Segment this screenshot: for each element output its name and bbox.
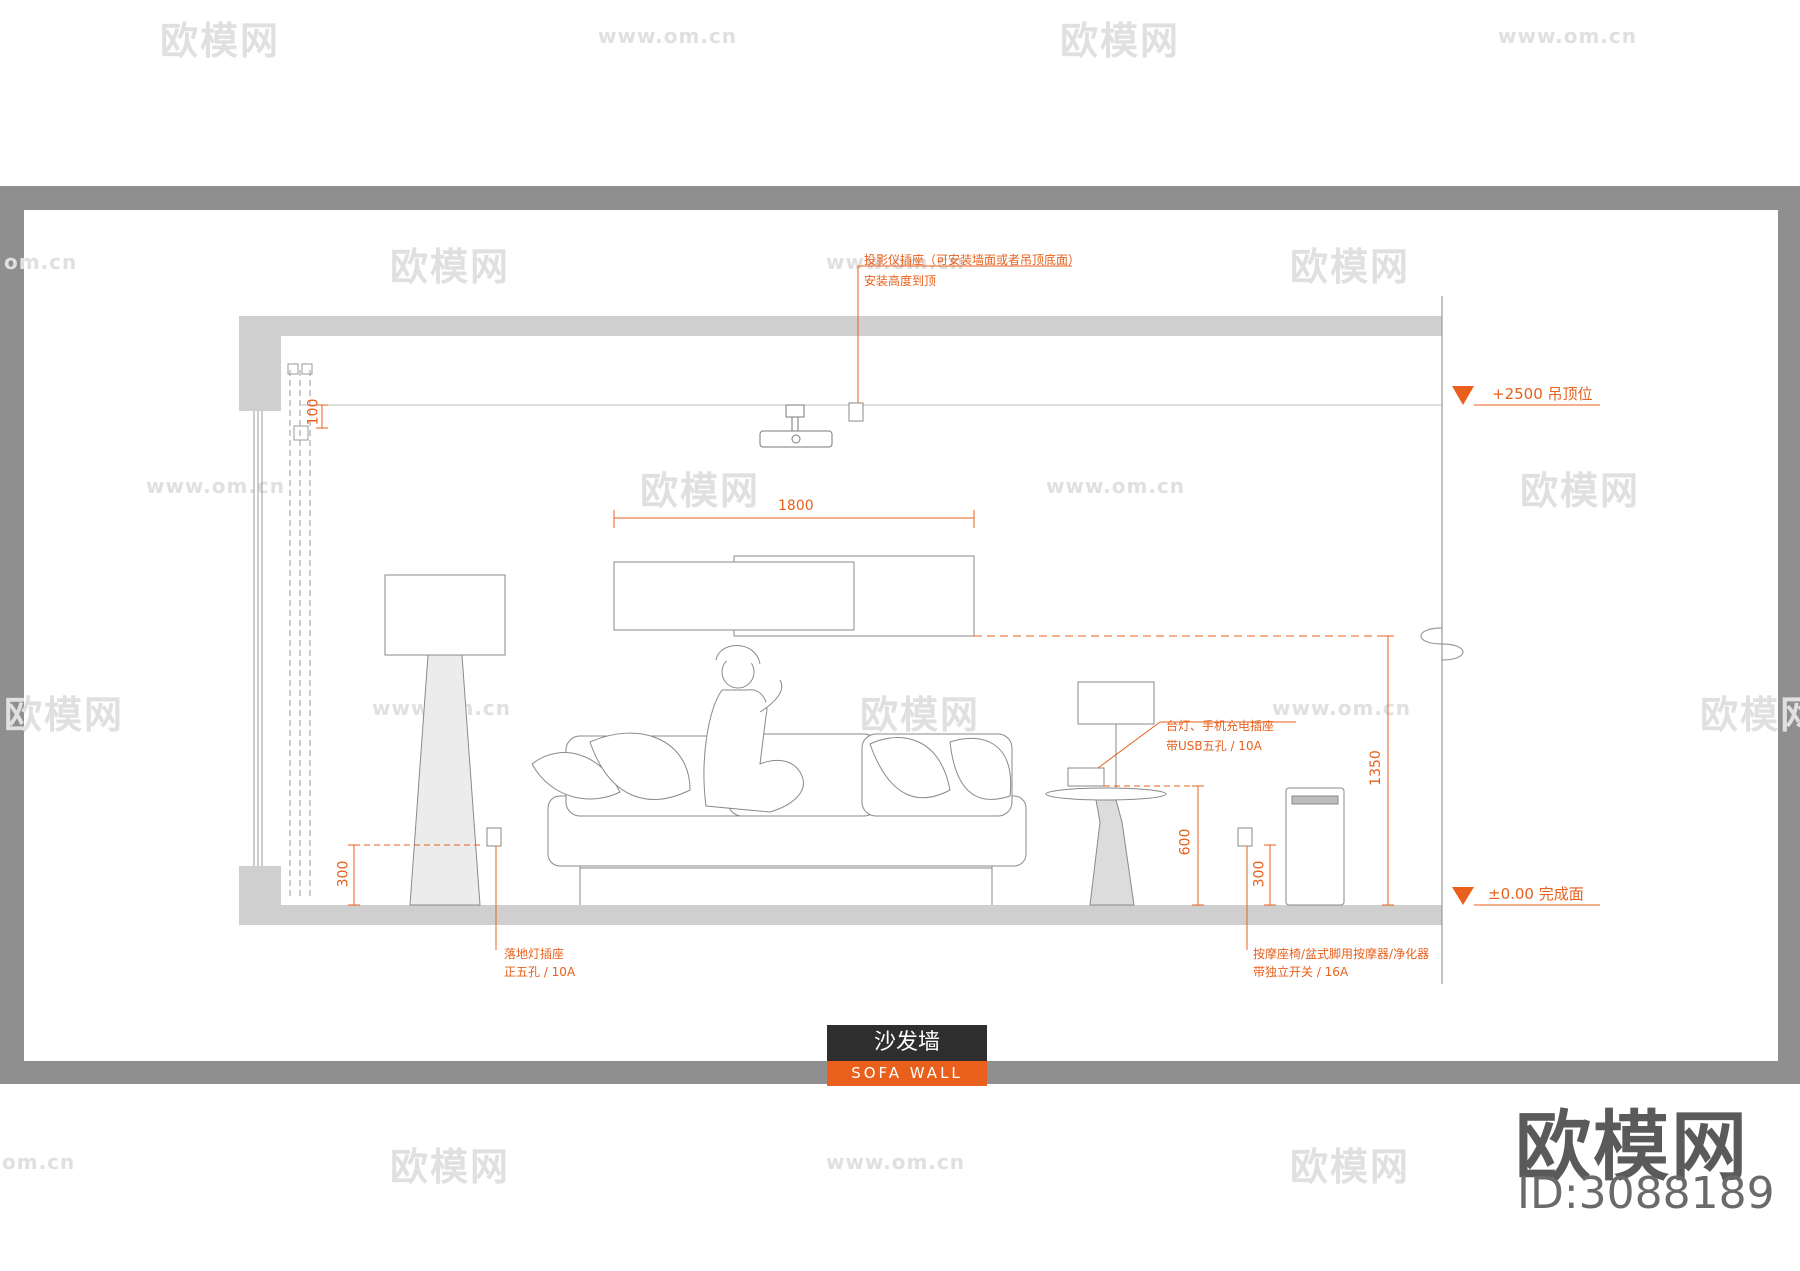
lamp-socket-note-line2: 带USB五孔 / 10A	[1166, 739, 1262, 753]
left-wall-lower	[239, 866, 281, 906]
seated-person	[703, 645, 804, 813]
watermark-url: www.om.cn	[1046, 474, 1186, 498]
watermark-logo: 欧模网	[390, 1145, 511, 1189]
massage-note-line1: 按摩座椅/盆式脚用按摩器/净化器	[1253, 947, 1430, 961]
floor-lamp-note-line1: 落地灯插座	[504, 947, 565, 961]
projector-note-line2: 安装高度到顶	[864, 274, 937, 288]
watermark-logo: 欧模网	[640, 469, 761, 513]
lamp-socket-note-line1: 台灯、手机充电插座	[1166, 719, 1275, 733]
dim-label-floor-socket-left: 300	[335, 860, 352, 888]
projector	[759, 404, 833, 448]
projector-note-line1: 投影仪插座（可安装墙面或者吊顶底面）	[864, 253, 1081, 267]
art-panel-front	[613, 561, 855, 631]
dim-label-tv-width: 1800	[778, 498, 814, 514]
watermark-url-fragment: om.cn	[2, 1150, 76, 1174]
floor-slab	[239, 905, 1442, 925]
ceiling-level-label: +2500 吊顶位	[1492, 385, 1593, 403]
floor-level-marker	[1452, 887, 1474, 905]
title-english: SOFA WALL	[827, 1061, 987, 1086]
dim-label-ceiling-offset: 100	[305, 398, 322, 426]
ceiling-level-marker	[1452, 386, 1474, 405]
dim-floor-socket-left	[348, 844, 480, 906]
watermark-url: www.om.cn	[826, 1150, 966, 1174]
dim-tv-width	[613, 510, 975, 528]
projector-socket	[848, 402, 864, 422]
floor-lamp	[384, 574, 506, 906]
lamp-socket	[1067, 767, 1105, 787]
massage-note-line2: 带独立开关 / 16A	[1253, 965, 1349, 979]
floor-lamp-socket	[486, 827, 502, 847]
dim-label-side-table: 600	[1177, 828, 1194, 856]
watermark-logo: 欧模网	[390, 245, 511, 289]
watermark-logo: 欧模网	[1700, 693, 1800, 737]
dim-tv-height	[1382, 635, 1394, 906]
watermark-url: www.om.cn	[598, 24, 738, 48]
title-block: 沙发墙 SOFA WALL	[827, 1025, 987, 1086]
break-symbol	[1420, 627, 1464, 661]
air-purifier	[1285, 787, 1345, 906]
title-chinese: 沙发墙	[827, 1025, 987, 1061]
watermark-logo: 欧模网	[860, 693, 981, 737]
watermark-url-fragment: om.cn	[4, 250, 78, 274]
sofa	[531, 732, 1027, 905]
watermark-url: www.om.cn	[1498, 24, 1638, 48]
watermark-logo: 欧模网	[4, 693, 125, 737]
massage-socket	[1237, 827, 1253, 847]
brand-name: 欧模网	[1515, 1102, 1749, 1191]
floor-lamp-note-line2: 正五孔 / 10A	[504, 965, 576, 979]
side-table	[1045, 681, 1167, 906]
dim-floor-socket-right	[1264, 844, 1276, 906]
dim-ceiling-offset	[316, 404, 328, 429]
watermark-logo: 欧模网	[1520, 469, 1641, 513]
ceiling-slab	[239, 316, 1442, 336]
left-wall-upper	[239, 316, 281, 411]
watermark-logo: 欧模网	[1060, 19, 1181, 63]
watermark-logo: 欧模网	[1290, 1145, 1411, 1189]
dim-side-table	[1104, 785, 1204, 906]
watermark-url: www.om.cn	[146, 474, 286, 498]
dim-label-tv-height: 1350	[1367, 750, 1384, 786]
watermark-logo: 欧模网	[160, 19, 281, 63]
watermark-url: www.om.cn	[826, 250, 966, 274]
dim-label-floor-socket-right: 300	[1251, 860, 1268, 888]
floor-level-label: ±0.00 完成面	[1488, 885, 1584, 903]
watermark-url: www.om.cn	[1272, 696, 1412, 720]
lamp-socket-leader	[1097, 721, 1161, 769]
curtain	[253, 363, 313, 900]
brand-id: ID:3088189	[1517, 1168, 1775, 1219]
watermark-logo: 欧模网	[1290, 245, 1411, 289]
